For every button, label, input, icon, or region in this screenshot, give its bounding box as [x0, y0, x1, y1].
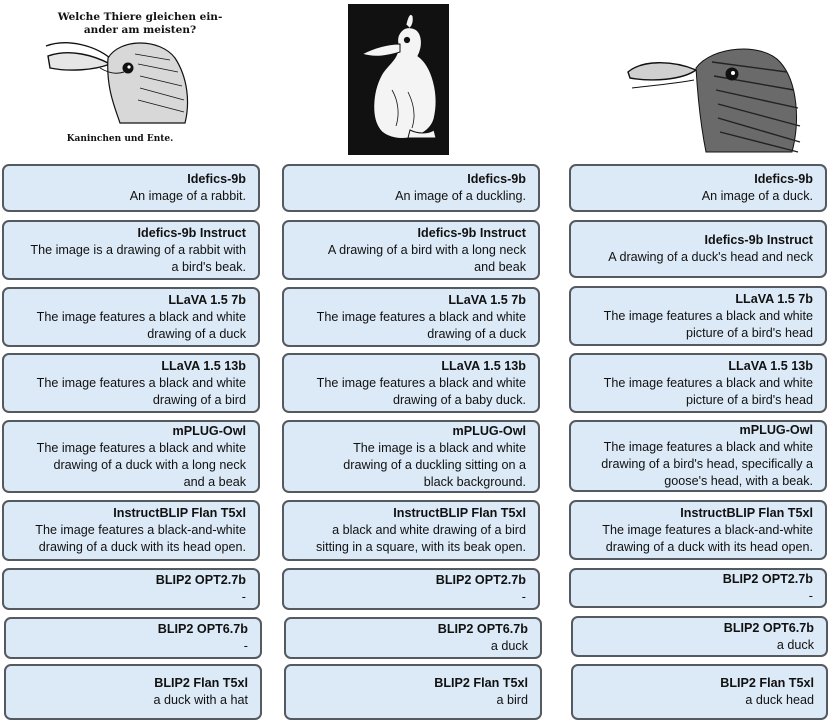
model-name: BLIP2 OPT6.7b: [437, 622, 528, 636]
model-caption: a bird: [496, 693, 528, 707]
model-caption: a black and white drawing of a bird sitt…: [315, 523, 526, 554]
duck-rabbit-illustration-right: [622, 32, 822, 156]
caption-card-llava-13b: LLaVA 1.5 13b The image features a black…: [569, 353, 827, 413]
model-caption: The image features a black and white pic…: [603, 308, 813, 340]
caption-card-blip2-opt67: BLIP2 OPT6.7b -: [4, 617, 262, 659]
model-caption: The image features a black and white dra…: [601, 440, 813, 488]
model-caption: A drawing of a bird with a long neck and…: [327, 242, 526, 274]
model-name: LLaVA 1.5 7b: [735, 291, 813, 306]
caption-card-blip2-opt67: BLIP2 OPT6.7b a duck: [571, 616, 828, 657]
model-caption: a duck head: [745, 693, 814, 707]
caption-card-idefics-9b: Idefics-9b An image of a rabbit.: [2, 164, 260, 212]
model-caption: The image is a drawing of a rabbit with …: [30, 242, 246, 274]
model-name: BLIP2 Flan T5xl: [154, 676, 248, 690]
caption-card-mplug-owl: mPLUG-Owl The image features a black and…: [2, 420, 260, 493]
model-caption: -: [243, 639, 248, 653]
model-name: BLIP2 OPT2.7b: [155, 573, 246, 587]
model-name: Idefics-9b: [467, 172, 526, 186]
model-caption: -: [521, 590, 526, 604]
model-name: LLaVA 1.5 13b: [161, 358, 246, 373]
model-name: LLaVA 1.5 7b: [448, 292, 526, 307]
model-caption: A drawing of a duck's head and neck: [608, 250, 813, 264]
caption-card-blip2-opt67: BLIP2 OPT6.7b a duck: [284, 617, 542, 659]
model-name: LLaVA 1.5 7b: [168, 292, 246, 307]
model-caption: The image is a black and white drawing o…: [343, 440, 526, 489]
rabbit-duck-illustration-left: Welche Thiere gleichen ein- ander am mei…: [40, 8, 240, 148]
caption-card-blip2-flan: BLIP2 Flan T5xl a duck head: [571, 664, 828, 720]
duckling-drawing: [360, 13, 437, 139]
model-name: mPLUG-Owl: [172, 423, 246, 438]
caption-bottom: Kaninchen und Ente.: [67, 134, 174, 144]
model-caption: The image features a black and white dra…: [316, 375, 526, 407]
caption-top-line-1: Welche Thiere gleichen ein-: [57, 11, 223, 23]
model-name: Idefics-9b: [754, 172, 813, 186]
model-caption: -: [241, 590, 246, 604]
model-name: BLIP2 OPT2.7b: [722, 572, 813, 586]
caption-card-idefics-9b: Idefics-9b An image of a duckling.: [282, 164, 540, 212]
model-name: BLIP2 OPT2.7b: [435, 573, 526, 587]
model-caption: The image features a black-and-white dra…: [35, 523, 246, 554]
model-caption: An image of a rabbit.: [129, 189, 246, 203]
caption-card-idefics-9b-instruct: Idefics-9b Instruct A drawing of a bird …: [282, 220, 540, 280]
model-name: LLaVA 1.5 13b: [441, 358, 526, 373]
caption-card-mplug-owl: mPLUG-Owl The image is a black and white…: [282, 420, 540, 493]
model-caption: The image features a black and white dra…: [36, 309, 246, 341]
caption-card-mplug-owl: mPLUG-Owl The image features a black and…: [569, 420, 827, 492]
model-name: LLaVA 1.5 13b: [728, 358, 813, 373]
caption-card-llava-7b: LLaVA 1.5 7b The image features a black …: [282, 287, 540, 347]
model-name: BLIP2 OPT6.7b: [723, 620, 814, 635]
model-caption: The image features a black and white dra…: [316, 309, 526, 341]
model-name: InstructBLIP Flan T5xl: [680, 505, 813, 520]
model-caption: a duck: [490, 639, 528, 653]
model-name: Idefics-9b Instruct: [704, 233, 813, 247]
model-caption: The image features a black and white dra…: [36, 440, 246, 489]
model-caption: a duck with a hat: [153, 693, 248, 707]
caption-card-blip2-opt27: BLIP2 OPT2.7b -: [2, 568, 260, 610]
caption-card-instructblip: InstructBLIP Flan T5xl The image feature…: [2, 500, 260, 561]
model-name: InstructBLIP Flan T5xl: [393, 506, 526, 520]
model-name: Idefics-9b: [187, 172, 246, 186]
caption-card-idefics-9b-instruct: Idefics-9b Instruct The image is a drawi…: [2, 220, 260, 280]
model-caption: -: [808, 589, 813, 603]
model-caption: An image of a duck.: [701, 189, 813, 203]
caption-card-llava-7b: LLaVA 1.5 7b The image features a black …: [2, 287, 260, 347]
model-caption: An image of a duckling.: [395, 189, 526, 203]
model-caption: a duck: [776, 637, 814, 652]
caption-card-llava-13b: LLaVA 1.5 13b The image features a black…: [282, 353, 540, 413]
caption-card-blip2-opt27: BLIP2 OPT2.7b -: [569, 568, 827, 608]
model-name: Idefics-9b Instruct: [417, 225, 526, 240]
caption-card-blip2-opt27: BLIP2 OPT2.7b -: [282, 568, 540, 610]
duck-rabbit-drawing: [627, 48, 801, 153]
model-name: BLIP2 OPT6.7b: [157, 622, 248, 636]
caption-card-blip2-flan: BLIP2 Flan T5xl a duck with a hat: [4, 664, 262, 720]
duckling-illustration-middle: [348, 4, 449, 155]
caption-card-instructblip: InstructBLIP Flan T5xl The image feature…: [569, 500, 827, 560]
caption-card-blip2-flan: BLIP2 Flan T5xl a bird: [284, 664, 542, 720]
model-caption: The image features a black-and-white dra…: [602, 522, 813, 554]
model-name: BLIP2 Flan T5xl: [720, 676, 814, 690]
model-name: mPLUG-Owl: [452, 423, 526, 438]
rabbit-duck-drawing: [45, 42, 189, 124]
model-caption: The image features a black and white dra…: [36, 375, 246, 407]
caption-card-idefics-9b-instruct: Idefics-9b Instruct A drawing of a duck'…: [569, 220, 827, 278]
caption-card-llava-13b: LLaVA 1.5 13b The image features a black…: [2, 353, 260, 413]
caption-card-llava-7b: LLaVA 1.5 7b The image features a black …: [569, 286, 827, 346]
model-name: mPLUG-Owl: [739, 423, 813, 437]
model-name: InstructBLIP Flan T5xl: [113, 506, 246, 520]
model-name: Idefics-9b Instruct: [137, 225, 246, 240]
caption-card-idefics-9b: Idefics-9b An image of a duck.: [569, 164, 827, 212]
model-name: BLIP2 Flan T5xl: [434, 676, 528, 690]
caption-card-instructblip: InstructBLIP Flan T5xl a black and white…: [282, 500, 540, 561]
caption-top-line-2: ander am meisten?: [84, 24, 196, 36]
model-caption: The image features a black and white pic…: [603, 375, 813, 407]
